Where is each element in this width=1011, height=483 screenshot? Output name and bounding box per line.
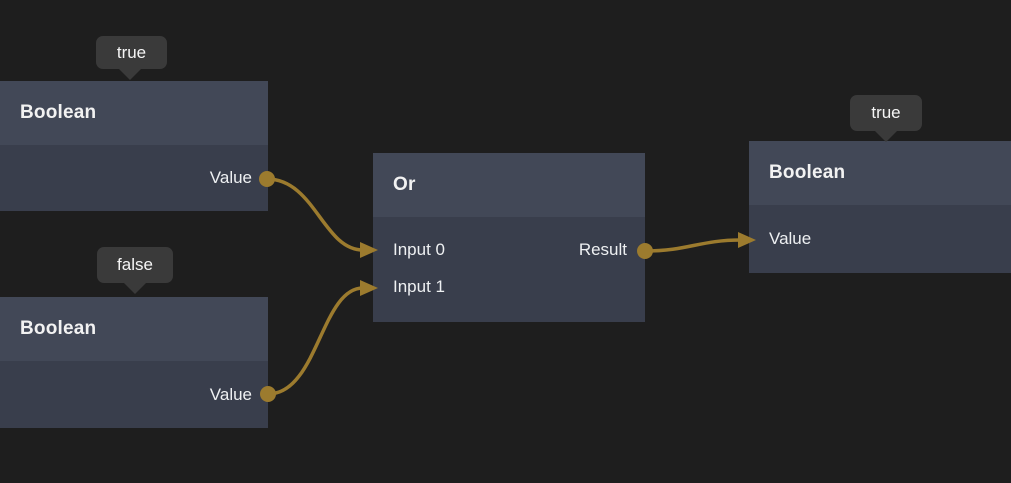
- tooltip-text: true: [871, 103, 901, 122]
- node-or[interactable]: Or Input 0 Result Input 1: [373, 153, 645, 322]
- input-port-label: Value: [769, 229, 812, 248]
- node-title: Boolean: [20, 102, 97, 123]
- value-tooltip-true-1: true: [96, 36, 167, 80]
- port-row: Input 0 Result: [373, 231, 645, 268]
- output-port-label: Value: [209, 168, 252, 187]
- wire-result-to-value[interactable]: [644, 238, 742, 253]
- node-body: Value: [749, 205, 1011, 273]
- node-boolean-false[interactable]: Boolean Value: [0, 297, 268, 428]
- node-body: Value: [0, 145, 268, 211]
- input-port-label: Input 0: [393, 239, 445, 259]
- node-header[interactable]: Or: [373, 153, 645, 217]
- input-port-row: Value: [749, 205, 1011, 273]
- value-tooltip-false: false: [97, 247, 173, 294]
- node-title: Or: [393, 174, 416, 195]
- wire-true-to-input0[interactable]: [266, 177, 364, 252]
- node-title: Boolean: [20, 318, 97, 339]
- wire-false-to-input1[interactable]: [267, 286, 364, 396]
- node-header[interactable]: Boolean: [0, 81, 268, 145]
- output-port-label: Value: [209, 384, 252, 404]
- output-port-label: Result: [578, 239, 627, 259]
- port-row: Input 1: [373, 268, 645, 305]
- input-port-label: Input 1: [393, 276, 445, 296]
- value-tooltip-true-2: true: [850, 95, 922, 142]
- node-boolean-true-2[interactable]: Boolean Value: [749, 141, 1011, 273]
- node-boolean-true-1[interactable]: Boolean Value: [0, 81, 268, 211]
- node-body: Input 0 Result Input 1: [373, 217, 645, 322]
- output-port-row: Value: [0, 145, 268, 211]
- tooltip-text: false: [117, 255, 153, 274]
- node-body: Value: [0, 361, 268, 428]
- tooltip-text: true: [116, 42, 147, 62]
- output-port-row: Value: [0, 361, 268, 428]
- node-title: Boolean: [769, 162, 846, 183]
- node-header[interactable]: Boolean: [0, 297, 268, 361]
- node-header[interactable]: Boolean: [749, 141, 1011, 205]
